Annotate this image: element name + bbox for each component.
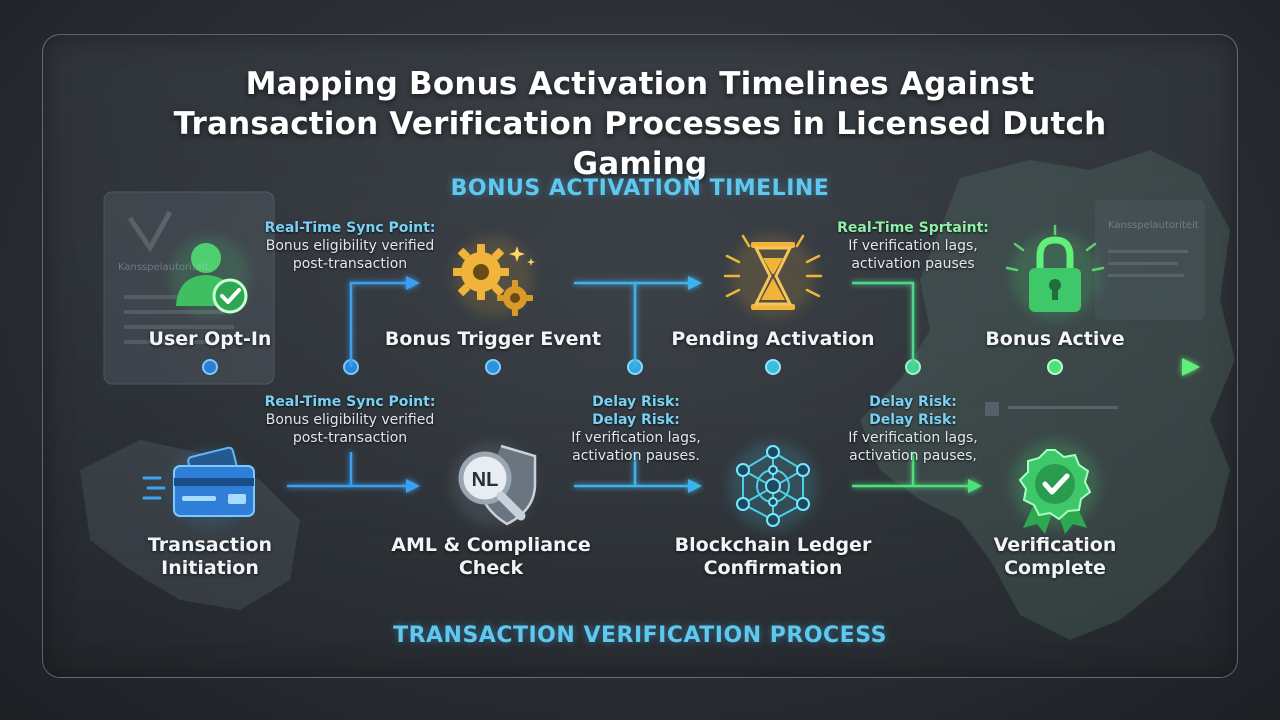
stage-label-line1: AML & Compliance [391,534,591,556]
stage-label-user-opt-in: User Opt-In [148,328,272,350]
stage-label-line1: Verification [993,534,1117,556]
nl-badge-text: NL [472,469,499,491]
note-line1: Bonus eligibility verified [265,238,435,254]
stage-label-pending-activation: Pending Activation [671,328,875,350]
user-check-icon [170,236,250,316]
stage-label-line2: Complete [1004,557,1106,579]
note-heading-2: Delay Risk: [592,412,680,428]
node-1 [202,359,218,375]
timeline-nodes [202,359,1063,375]
sync-connector-2 [574,276,702,493]
note-line2: activation pauses [851,256,975,272]
padlock-icon [1005,224,1105,320]
note-sync-point-bottom: Real-Time Sync Point: Bonus eligibility … [245,393,455,447]
note-line1: If verification lags, [848,238,978,254]
note-line2: post-transaction [292,256,408,272]
verification-process-heading: TRANSACTION VERIFICATION PROCESS [393,623,887,648]
note-sprtaint-top: Real-Time Sprtaint: If verification lags… [808,219,1018,273]
ghost-doc-left-text: Kansspelautoriteit [118,262,209,273]
nl-shield-magnifier-icon: NL [451,442,537,526]
note-heading-1: Delay Risk: [869,394,957,410]
stage-label-line2: Check [458,557,524,579]
note-line1: Bonus eligibility verified [265,412,435,428]
credit-card-icon [142,446,255,528]
stage-label-bonus-trigger: Bonus Trigger Event [384,328,602,350]
node-3 [485,359,501,375]
note-heading: Real-Time Sprtaint: [837,220,989,236]
stage-label-aml-check: AML & Compliance Check [381,534,601,580]
check-rosette-icon [1011,440,1099,534]
note-delay-risk-right: Delay Risk: Delay Risk: If verification … [808,393,1018,465]
diagram-card [42,34,1238,678]
stage-label-line2: Initiation [161,557,259,579]
note-heading: Real-Time Sync Point: [264,220,436,236]
bonus-timeline-heading: BONUS ACTIVATION TIMELINE [450,176,830,201]
note-heading-1: Delay Risk: [592,394,680,410]
note-line2: activation pauses, [849,448,977,464]
gears-icon [453,236,535,316]
stage-label-ledger-confirmation: Blockchain Ledger Confirmation [663,534,883,580]
note-sync-point-top: Real-Time Sync Point: Bonus eligibility … [245,219,455,273]
netherlands-map-shape [860,150,1235,640]
ghost-doc-right-text: Kansspelautoriteit [1108,220,1199,231]
network-nodes-icon [729,442,817,530]
stage-label-line1: Blockchain Ledger [674,534,872,556]
stage-label-line1: Transaction [147,534,273,556]
stage-label-transaction-initiation: Transaction Initiation [100,534,320,580]
note-line1: If verification lags, [571,430,701,446]
note-line1: If verification lags, [848,430,978,446]
note-heading: Real-Time Sync Point: [264,394,436,410]
note-line2: post-transaction [292,430,408,446]
stage-label-bonus-active: Bonus Active [985,328,1125,350]
node-5 [765,359,781,375]
sync-connector-3 [852,281,982,493]
ghost-document-right [985,200,1205,416]
note-delay-risk-mid: Delay Risk: Delay Risk: If verification … [531,393,741,465]
stage-label-line2: Confirmation [703,557,843,579]
sync-connector-1 [287,276,420,493]
hourglass-icon [723,234,823,318]
note-line2: activation pauses. [572,448,700,464]
stage-label-verification-complete: Verification Complete [945,534,1165,580]
note-heading-2: Delay Risk: [869,412,957,428]
page-title: Mapping Bonus Activation Timelines Again… [173,66,1107,182]
node-7 [1047,359,1063,375]
